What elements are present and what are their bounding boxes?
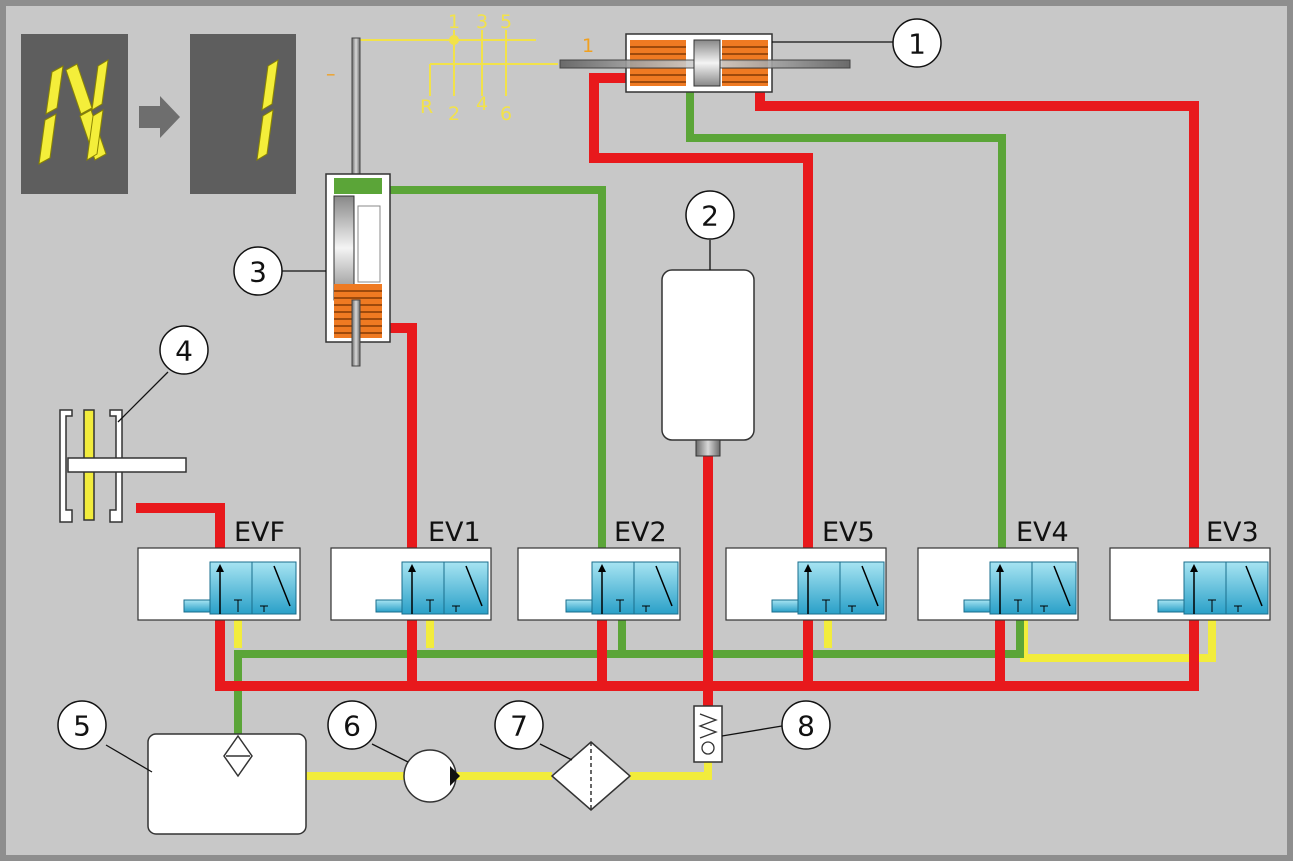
- pump: [403, 749, 460, 803]
- gate-position-dot: [449, 35, 459, 45]
- to-gear-value: 1: [0, 0, 1, 1]
- callout-1: 1: [892, 18, 942, 68]
- callout-8-number: 8: [797, 710, 815, 743]
- valve-ev4-label: EV4: [1016, 517, 1069, 548]
- gate-top-label-3: 3: [476, 11, 488, 33]
- valve-ev3: EV3: [1109, 517, 1271, 621]
- valve-ev3-label: EV3: [1206, 517, 1259, 548]
- gate-bottom-label-4: 4: [476, 93, 488, 115]
- callout-3: 3: [233, 246, 283, 296]
- callout-2: 2: [685, 190, 735, 240]
- valve-ev5: EV5: [725, 517, 887, 621]
- from-gear-value: N: [0, 0, 1, 1]
- pump-direction-icon: [450, 766, 460, 786]
- callout-1-number: 1: [908, 28, 926, 61]
- callout-leaders: [105, 41, 893, 773]
- shift-gate-pattern: 1 3 5 R 2 4 6 1 –: [326, 11, 594, 125]
- callout-8: 8: [781, 700, 831, 750]
- gear-display-from: N: [0, 0, 128, 194]
- gear-display-to: 1: [0, 0, 296, 194]
- callout-2-number: 2: [701, 200, 719, 233]
- gate-bottom-label-6: 6: [500, 103, 512, 125]
- valve-evf: EVF: [137, 517, 301, 621]
- valve-ev2: EV2: [517, 517, 681, 621]
- callout-7: 7: [494, 700, 544, 750]
- select-marker: 1: [582, 35, 594, 57]
- neutral-marker: –: [326, 63, 336, 85]
- selector-cylinder: [559, 33, 851, 93]
- n-glyph-segments: [38, 59, 109, 165]
- valve-ev1-label: EV1: [428, 517, 481, 548]
- arrow-icon: [139, 96, 180, 138]
- valve-ev2-label: EV2: [614, 517, 667, 548]
- valve-ev4: EV4: [917, 517, 1079, 621]
- callout-6-number: 6: [343, 710, 361, 743]
- one-glyph-segments: [256, 59, 279, 161]
- callout-5-number: 5: [73, 710, 91, 743]
- valve-ev5-label: EV5: [822, 517, 875, 548]
- return-lines: [234, 88, 1024, 734]
- callout-5: 5: [57, 700, 107, 750]
- callout-4-number: 4: [175, 335, 193, 368]
- callout-6: 6: [327, 700, 377, 750]
- clutch: [59, 409, 187, 523]
- gate-top-label-1: 1: [448, 11, 460, 33]
- gate-bottom-label-2: 2: [448, 103, 460, 125]
- callout-4: 4: [159, 325, 209, 375]
- gate-bottom-label-r: R: [420, 96, 433, 118]
- gate-top-label-5: 5: [500, 11, 512, 33]
- engagement-cylinder: [325, 37, 391, 367]
- callout-3-number: 3: [249, 256, 267, 289]
- reservoir: [147, 733, 307, 835]
- accumulator: [661, 269, 755, 457]
- filter: [550, 741, 632, 811]
- valve-ev1: EV1: [330, 517, 492, 621]
- check-valve: [693, 705, 723, 763]
- valve-evf-label: EVF: [234, 517, 285, 548]
- callout-7-number: 7: [510, 710, 528, 743]
